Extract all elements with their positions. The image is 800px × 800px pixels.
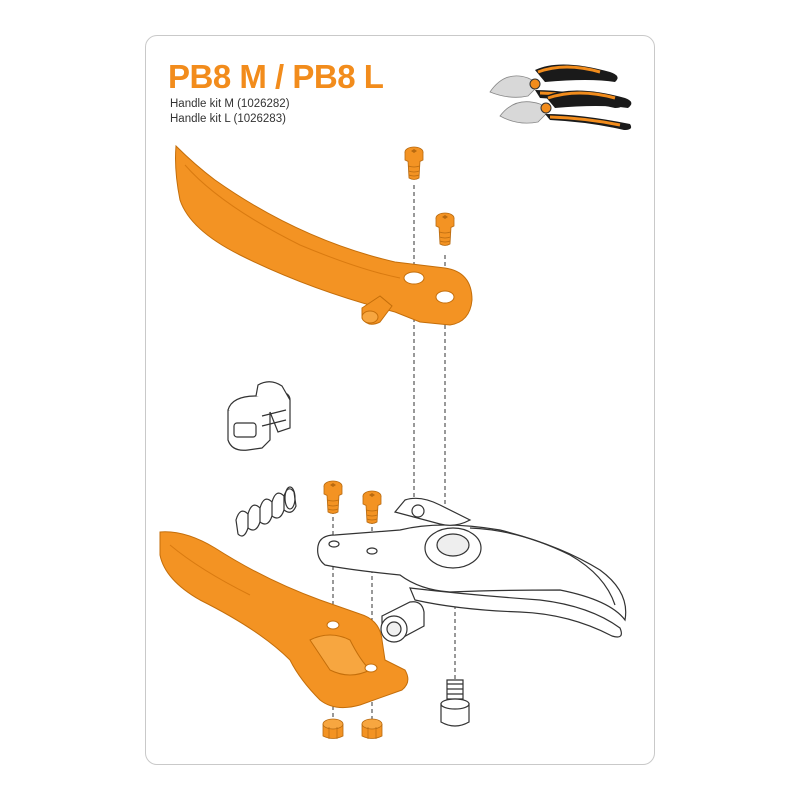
nut-1 <box>322 718 344 740</box>
page-title: PB8 M / PB8 L <box>168 58 384 95</box>
bushing <box>380 601 425 643</box>
handle-kit-m-label: Handle kit M (1026282) <box>170 98 290 110</box>
spring <box>235 486 297 537</box>
blade <box>317 497 627 638</box>
product-photo <box>489 64 632 130</box>
handle-kit-l-label: Handle kit L (1026283) <box>170 113 286 125</box>
lower-handle <box>159 531 409 709</box>
parts-card: PB8 M / PB8 L Handle kit M (1026282) Han… <box>145 35 655 765</box>
catch-lock <box>227 381 291 451</box>
lower-screw-2 <box>362 490 382 524</box>
upper-handle <box>175 144 473 326</box>
upper-screw-2 <box>435 212 455 246</box>
lower-screw-1 <box>323 480 343 514</box>
bolt <box>440 679 470 727</box>
upper-screw-1 <box>404 146 424 180</box>
nut-2 <box>361 718 383 740</box>
